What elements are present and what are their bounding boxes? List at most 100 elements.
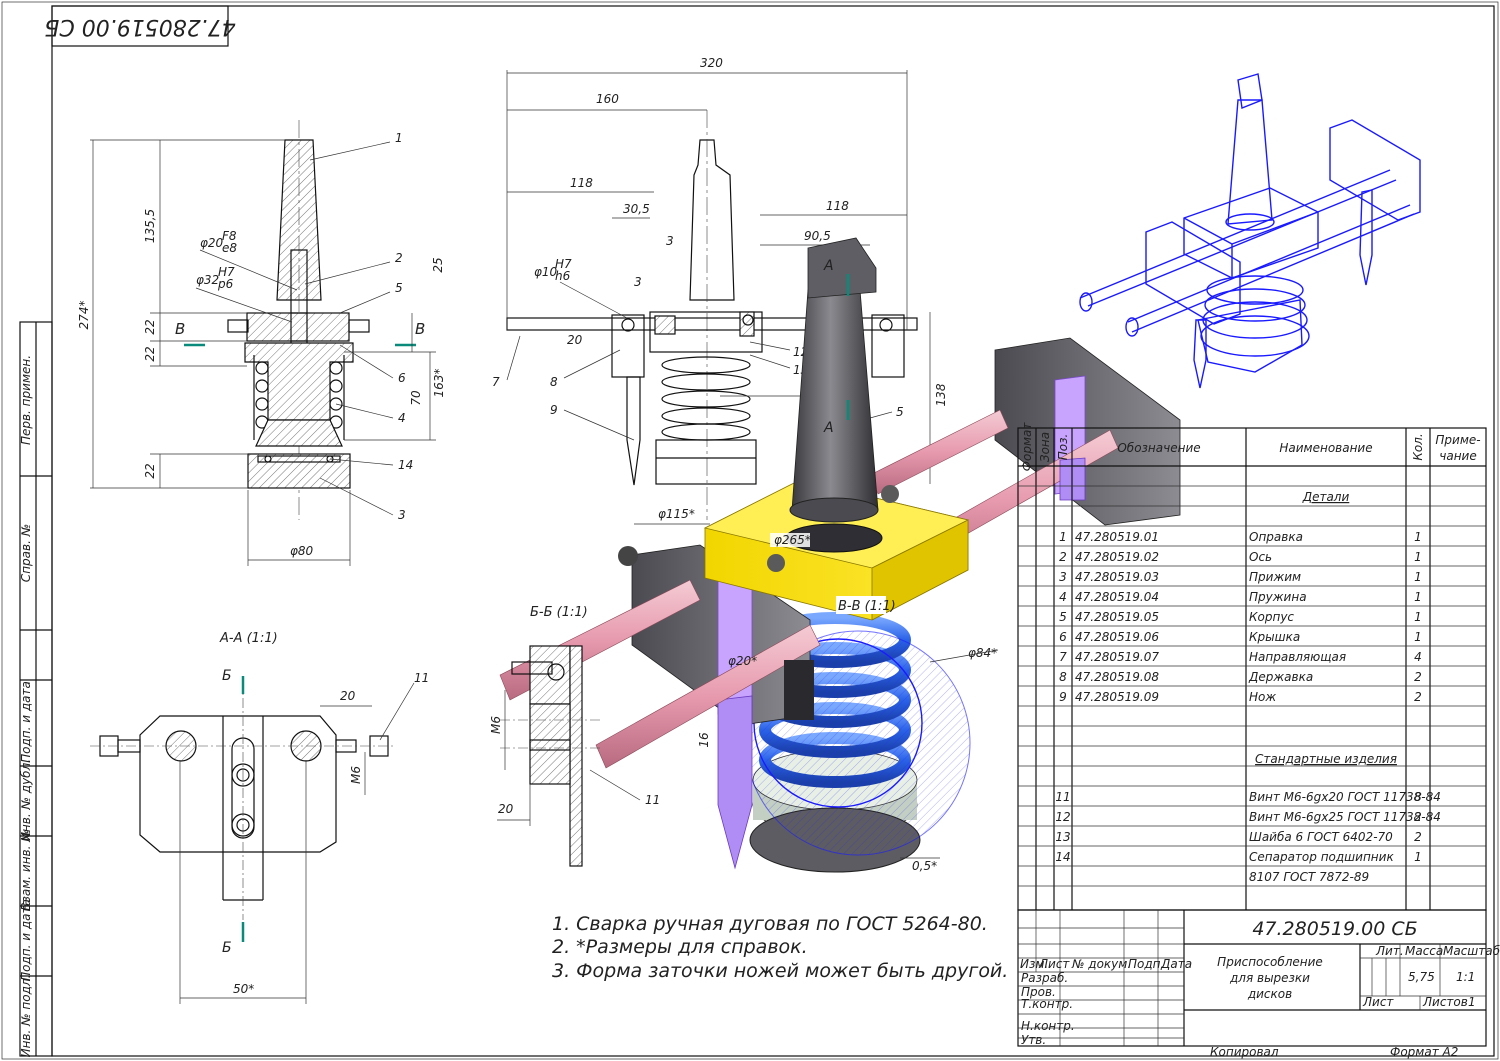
- note-3: 3. Форма заточки ножей может быть другой…: [552, 960, 1008, 982]
- tb-copied: Копировал: [1210, 1045, 1279, 1059]
- iso-wireframe-view: [1079, 73, 1421, 389]
- inverted-doc-code: 47.280519.00 СБ: [44, 14, 235, 39]
- dim-20-aa: 20: [340, 689, 356, 703]
- spec-row-qty: 1: [1414, 530, 1422, 544]
- dim-20-star: φ20*: [728, 654, 757, 668]
- hdr-note-1: Приме-: [1435, 433, 1480, 447]
- spec-row-code: 47.280519.09: [1075, 690, 1159, 704]
- pos-11-aa: 11: [414, 671, 429, 685]
- stamp-inv-podl: Инв. № подл.: [19, 975, 33, 1058]
- middle-front-view: 320 160 118 118 30,5 90,5 138 φ115* φ10 …: [492, 56, 948, 525]
- spec-row-qty: 1: [1414, 630, 1422, 644]
- rough-3-b: 3: [666, 234, 674, 248]
- pos-5: 5: [395, 281, 403, 295]
- pos-6: 6: [398, 371, 406, 385]
- dim-80: φ80: [290, 544, 314, 558]
- tb-utv: Утв.: [1021, 1033, 1046, 1047]
- notes: 1. Сварка ручная дуговая по ГОСТ 5264-80…: [552, 913, 1008, 982]
- fit-20-up: F8: [222, 229, 237, 243]
- tb-tkontr: Т.контр.: [1021, 997, 1073, 1011]
- spec-row-pos: 1: [1059, 530, 1067, 544]
- tb-prov: Пров.: [1021, 985, 1056, 999]
- stamp-perv-primen: Перв. примен.: [19, 355, 33, 445]
- spec-row-name: Державка: [1248, 670, 1313, 684]
- dim-160: 160: [596, 92, 619, 106]
- spec-row-pos: 8: [1059, 670, 1067, 684]
- section-standard: Стандартные изделия: [1255, 752, 1397, 766]
- stamp-vzam-inv: Взам. инв. №: [19, 829, 33, 910]
- hdr-designation: Обозначение: [1117, 441, 1200, 455]
- pos-8: 8: [550, 375, 558, 389]
- spec-row-pos: 5: [1059, 610, 1067, 624]
- pos-5-b: 5: [896, 405, 904, 419]
- dim-135-5: 135,5: [143, 209, 157, 243]
- view-label-aa: А-А (1:1): [219, 631, 278, 646]
- fit-20-dn: e8: [222, 241, 237, 255]
- iso-3d-model: А А φ265* φ20* φ84* 16 0,5* В-В (1:1): [499, 237, 1181, 873]
- spec-row-pos: 3: [1059, 570, 1067, 584]
- pos-11-bb: 11: [645, 793, 660, 807]
- tb-name-1: Приспособление: [1217, 955, 1323, 969]
- tb-sheets-value: 1: [1468, 995, 1476, 1009]
- spec-std-qty: 8: [1414, 790, 1422, 804]
- spec-std-name: Шайба 6 ГОСТ 6402-70: [1249, 830, 1393, 844]
- tb-designation: 47.280519.00 СБ: [1252, 918, 1417, 940]
- spec-row-name: Нож: [1249, 690, 1276, 704]
- spec-std-pos: 13: [1055, 830, 1070, 844]
- spec-row-qty: 1: [1414, 570, 1422, 584]
- hdr-zone: Зона: [1038, 432, 1052, 462]
- tb-format: Формат A2: [1390, 1045, 1458, 1059]
- spec-row-name: Ось: [1249, 550, 1272, 564]
- spec-std-qty: 2: [1414, 830, 1422, 844]
- dim-163: 163*: [432, 369, 446, 398]
- dim-22-b: 22: [143, 346, 157, 361]
- spec-row-qty: 1: [1414, 610, 1422, 624]
- fit-10: φ10: [534, 265, 558, 279]
- dim-30-5: 30,5: [623, 202, 650, 216]
- spec-row-code: 47.280519.06: [1075, 630, 1159, 644]
- fit-32: φ32: [196, 273, 219, 287]
- stamp-podp-data-1: Подп. и дата: [19, 681, 33, 763]
- spec-row-code: 47.280519.07: [1075, 650, 1159, 664]
- spec-row-code: 47.280519.02: [1075, 550, 1159, 564]
- spec-std-pos: 12: [1055, 810, 1070, 824]
- spec-std-name: Винт М6-6gх20 ГОСТ 11738-84: [1249, 790, 1441, 804]
- fit-10-dn: h6: [555, 269, 571, 283]
- spec-row-qty: 1: [1414, 590, 1422, 604]
- side-stamps: Перв. примен. Справ. № Подп. и дата Инв.…: [19, 321, 53, 1058]
- hdr-pos: Поз.: [1056, 434, 1070, 461]
- note-2: 2. *Размеры для справок.: [552, 936, 808, 958]
- note-1: 1. Сварка ручная дуговая по ГОСТ 5264-80…: [552, 913, 988, 935]
- tb-razrab: Разраб.: [1021, 971, 1068, 985]
- dim-22-c: 22: [143, 463, 157, 478]
- spec-row-name: Оправка: [1249, 530, 1303, 544]
- spec-row-name: Пружина: [1249, 590, 1307, 604]
- spec-row-qty: 2: [1414, 690, 1422, 704]
- tb-list: Лист: [1038, 957, 1070, 971]
- dim-320: 320: [700, 56, 723, 70]
- stamp-inv-dubl: Инв. № дубл.: [19, 759, 33, 841]
- view-label-vv: В-В (1:1): [838, 599, 896, 614]
- tb-name-3: дисков: [1247, 987, 1292, 1001]
- tb-sheets: Листов: [1422, 995, 1468, 1009]
- spec-row-code: 47.280519.03: [1075, 570, 1159, 584]
- fit-10-up: H7: [555, 257, 572, 271]
- spec-row-qty: 1: [1414, 550, 1422, 564]
- tb-mass-value: 5,75: [1408, 970, 1435, 984]
- tb-mass: Масса: [1405, 944, 1443, 958]
- tb-scale: Масштаб: [1443, 944, 1500, 958]
- spec-row-pos: 2: [1059, 550, 1067, 564]
- spec-std-pos: 14: [1055, 850, 1070, 864]
- front-section-view: В В 274* 135,5 22 22 22 163* 70 25 φ80 φ…: [77, 120, 446, 566]
- spec-row-pos: 4: [1059, 590, 1067, 604]
- dim-118-a: 118: [570, 176, 593, 190]
- stamp-podp-data-2: Подп. и дата: [19, 899, 33, 981]
- spec-table: Формат Зона Поз. Обозначение Наименовани…: [1017, 422, 1487, 911]
- hdr-format: Формат: [1020, 422, 1034, 472]
- thread-m6-aa: M6: [349, 766, 363, 784]
- view-label-bb: Б-Б (1:1): [530, 605, 588, 620]
- dim-25: 25: [431, 257, 445, 272]
- dim-20-bb: 20: [498, 802, 514, 816]
- section-mark-b-bottom: Б: [222, 940, 232, 956]
